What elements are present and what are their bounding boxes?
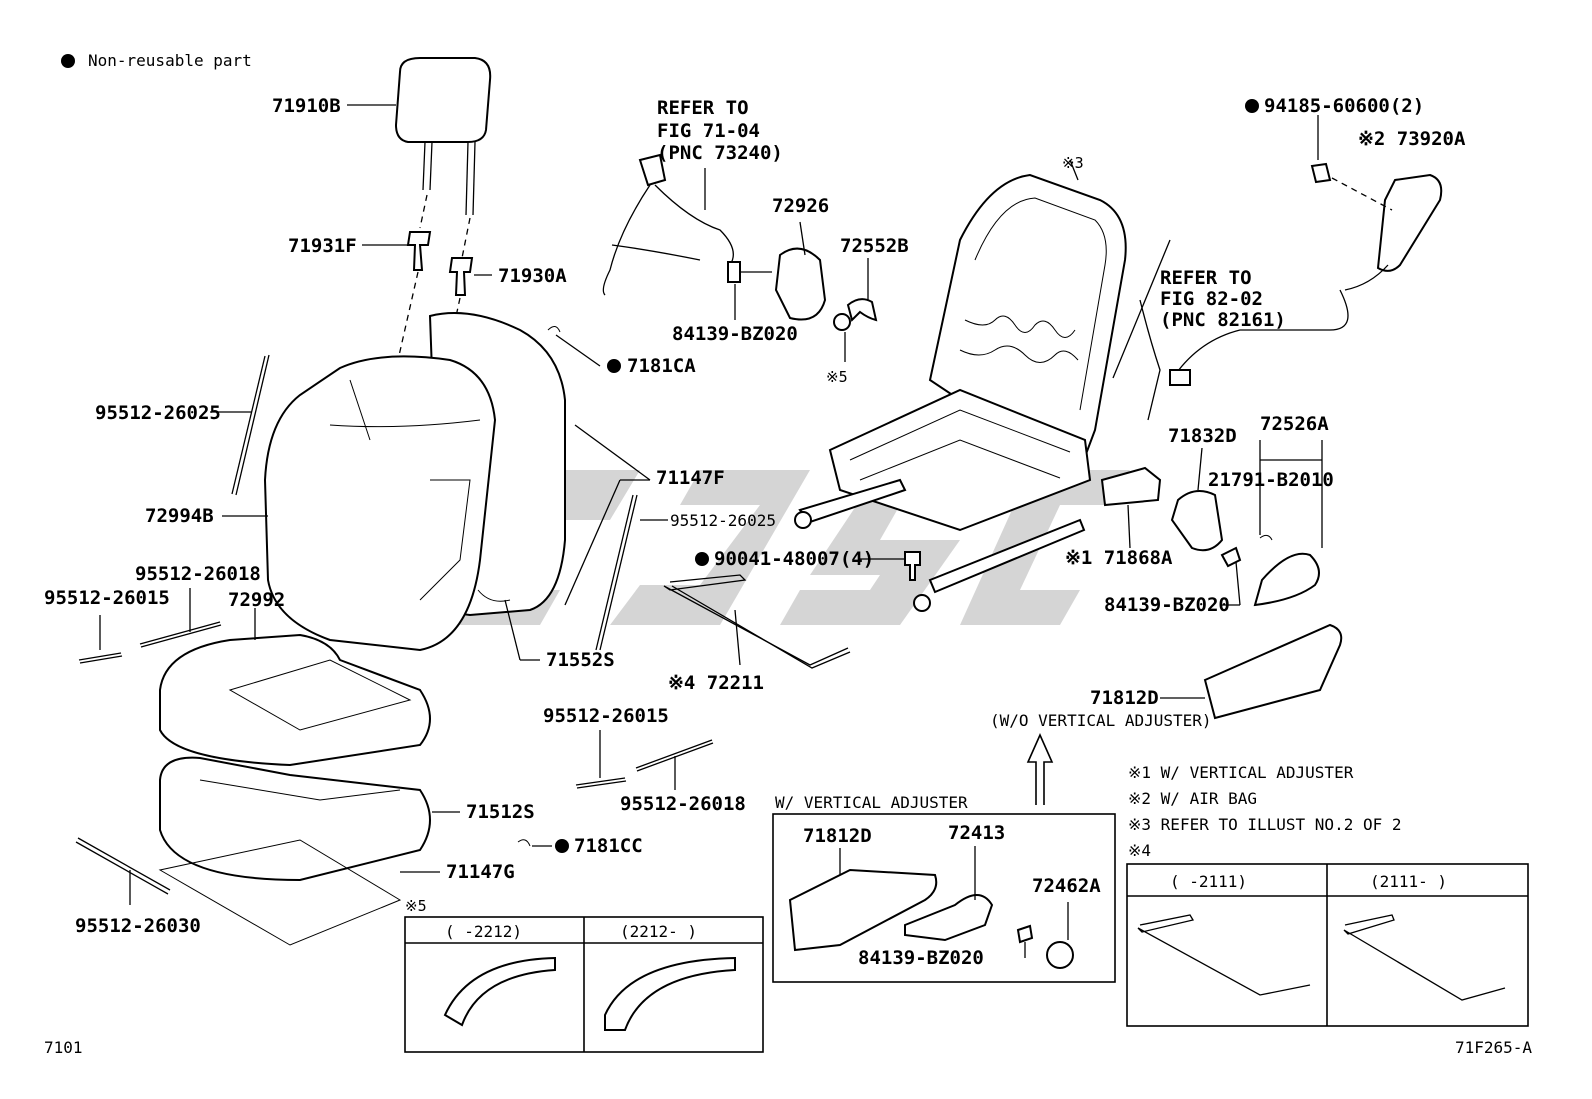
label-95512-26025-a: 95512-26025 bbox=[95, 402, 221, 424]
note-3: ※3 REFER TO ILLUST NO.2 OF 2 bbox=[1128, 815, 1402, 834]
label-72994B: 72994B bbox=[145, 505, 214, 527]
label-95512-26015-b: 95512-26015 bbox=[543, 705, 669, 727]
label-94185-60600: 94185-60600(2) bbox=[1264, 95, 1424, 117]
notes: ※1 W/ VERTICAL ADJUSTER ※2 W/ AIR BAG ※3… bbox=[1128, 763, 1402, 860]
note5-marker-b: ※5 bbox=[405, 897, 427, 915]
part-72552B bbox=[833, 258, 878, 362]
refer1-line3: (PNC 73240) bbox=[657, 142, 783, 164]
label-71931F: 71931F bbox=[288, 235, 357, 257]
airbag-harness bbox=[1139, 289, 1349, 421]
arrow-up-icon bbox=[1026, 733, 1054, 805]
refer2-line3: (PNC 82161) bbox=[1160, 309, 1286, 331]
note-1: ※1 W/ VERTICAL ADJUSTER bbox=[1128, 763, 1354, 782]
label-84139-BZ020-a: 84139-BZ020 bbox=[672, 323, 798, 345]
label-90041-48007: 90041-48007(4) bbox=[714, 548, 874, 570]
note4-variant-box bbox=[1126, 863, 1529, 1027]
seat-cushion bbox=[75, 588, 460, 946]
label-72462A: 72462A bbox=[1032, 875, 1101, 897]
refer2-line1: REFER TO bbox=[1160, 267, 1252, 289]
legend-label: Non-reusable part bbox=[88, 51, 252, 70]
label-95512-26025-b: 95512-26025 bbox=[670, 511, 776, 530]
non-reusable-dot-icon bbox=[1245, 99, 1259, 113]
label-7181CA: 7181CA bbox=[627, 355, 696, 377]
rod-72211 bbox=[663, 574, 851, 669]
label-95512-26015-a: 95512-26015 bbox=[44, 587, 170, 609]
note5-marker-a: ※5 bbox=[826, 368, 848, 386]
label-71812D-b: 71812D bbox=[803, 825, 872, 847]
note3-marker-a: ※3 bbox=[1062, 154, 1084, 172]
side-airbag bbox=[1245, 99, 1443, 291]
non-reusable-dot-icon bbox=[61, 54, 75, 68]
refer2-line2: FIG 82-02 bbox=[1160, 288, 1263, 310]
label-71910B: 71910B bbox=[272, 95, 341, 117]
seatback-pad-leaders bbox=[477, 424, 668, 661]
label-w-vertical-adjuster: W/ VERTICAL ADJUSTER bbox=[775, 793, 968, 812]
label-7181CC: 7181CC bbox=[574, 835, 643, 857]
seat-frame bbox=[794, 159, 1171, 612]
label-72992: 72992 bbox=[228, 589, 285, 611]
label-71832D: 71832D bbox=[1168, 425, 1237, 447]
bolt-90041 bbox=[695, 551, 921, 581]
headrest bbox=[347, 57, 492, 216]
seatback-cover bbox=[210, 312, 566, 652]
label-72926: 72926 bbox=[772, 195, 829, 217]
box4-col1: ( -2111) bbox=[1170, 872, 1247, 891]
note5-variant-box bbox=[404, 916, 764, 1053]
label-95512-26030: 95512-26030 bbox=[75, 915, 201, 937]
label-71552S: 71552S bbox=[546, 649, 615, 671]
label-73920A: ※2 73920A bbox=[1358, 128, 1466, 150]
label-72211: ※4 72211 bbox=[668, 672, 764, 694]
hog-ring-7181CA bbox=[547, 326, 621, 373]
figure-code: 71F265-A bbox=[1455, 1038, 1532, 1057]
refer1-line1: REFER TO bbox=[657, 97, 749, 119]
refer1-line2: FIG 71-04 bbox=[657, 120, 760, 142]
box5-col2: (2212- ) bbox=[620, 922, 697, 941]
with-vertical-adjuster-box bbox=[772, 813, 1116, 983]
label-72552B: 72552B bbox=[840, 235, 909, 257]
legend: Non-reusable part bbox=[61, 51, 252, 70]
label-95512-26018-b: 95512-26018 bbox=[620, 793, 746, 815]
recliner-knob-group bbox=[1170, 440, 1323, 607]
listing-wires bbox=[575, 730, 714, 790]
box4-col2: (2111- ) bbox=[1370, 872, 1447, 891]
note-2: ※2 W/ AIR BAG bbox=[1128, 789, 1257, 808]
note-4: ※4 bbox=[1128, 841, 1151, 860]
watermark-logo bbox=[440, 470, 1130, 625]
label-72526A: 72526A bbox=[1260, 413, 1329, 435]
side-shield-71812D bbox=[1160, 623, 1343, 720]
label-wo-vertical-adjuster: (W/O VERTICAL ADJUSTER) bbox=[990, 711, 1212, 730]
label-71868A: ※1 71868A bbox=[1065, 547, 1173, 569]
non-reusable-dot-icon bbox=[607, 359, 621, 373]
label-71147G: 71147G bbox=[446, 861, 515, 883]
label-72413: 72413 bbox=[948, 822, 1005, 844]
label-84139-BZ020-c: 84139-BZ020 bbox=[858, 947, 984, 969]
label-71512S: 71512S bbox=[466, 801, 535, 823]
non-reusable-dot-icon bbox=[695, 552, 709, 566]
non-reusable-dot-icon bbox=[555, 839, 569, 853]
label-71812D-a: 71812D bbox=[1090, 687, 1159, 709]
box5-col1: ( -2212) bbox=[445, 922, 522, 941]
part-71868A bbox=[1100, 466, 1162, 549]
label-84139-BZ020-b: 84139-BZ020 bbox=[1104, 594, 1230, 616]
label-71147F: 71147F bbox=[656, 467, 725, 489]
label-21791-B2010: 21791-B2010 bbox=[1208, 469, 1334, 491]
hog-ring-7181CC bbox=[517, 839, 569, 853]
label-95512-26018-a: 95512-26018 bbox=[135, 563, 261, 585]
page-code: 7101 bbox=[44, 1038, 83, 1057]
belt-buckle-group bbox=[602, 153, 734, 296]
part-72926 bbox=[727, 221, 827, 321]
label-71930A: 71930A bbox=[498, 265, 567, 287]
